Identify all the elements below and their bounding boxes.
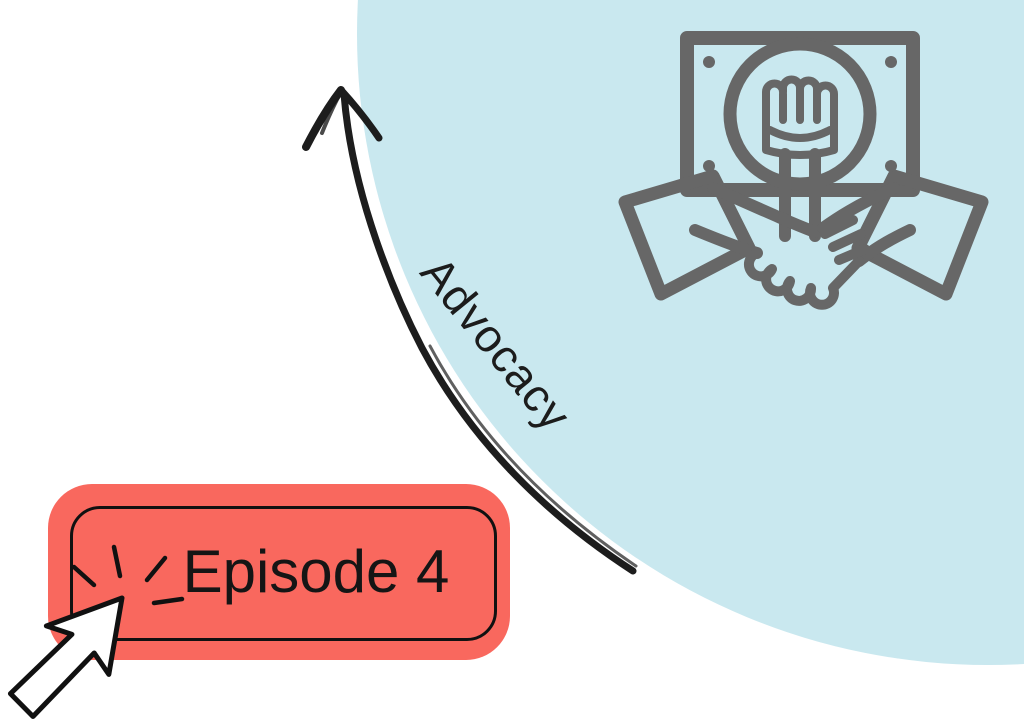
placard-screws	[703, 56, 897, 172]
badge-label: Episode 4	[182, 538, 450, 605]
raised-fist-icon	[762, 75, 838, 159]
episode-badge[interactable]: Episode 4	[48, 484, 510, 660]
solidarity-icon	[618, 31, 989, 310]
clasped-knuckles	[743, 248, 864, 310]
placard-circle	[723, 37, 877, 191]
overlapping-fingers	[820, 215, 870, 265]
handshake-icon	[618, 169, 989, 310]
